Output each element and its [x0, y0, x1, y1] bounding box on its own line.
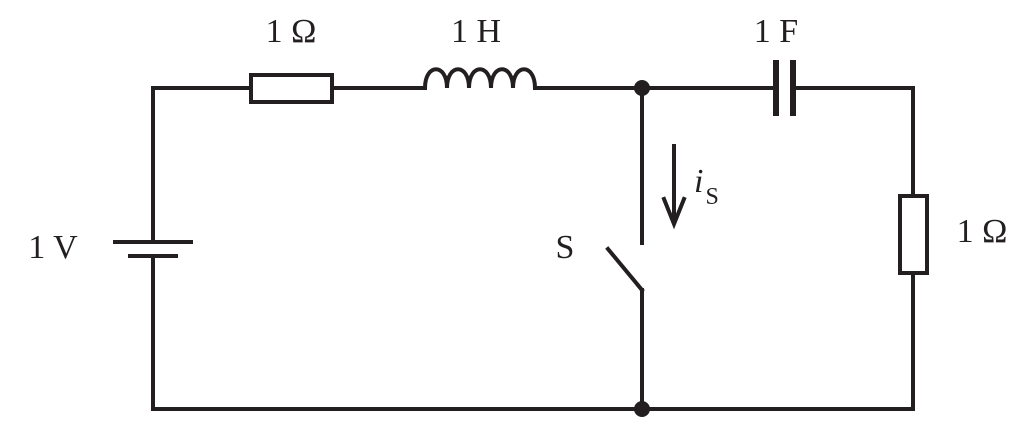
resistor-top-symbol [249, 73, 334, 104]
junction-bottom [634, 401, 650, 417]
current-label: iS [694, 163, 719, 210]
resistor-right-symbol [898, 194, 929, 275]
inductor-label: 1 H [451, 13, 501, 50]
current-arrow-icon [661, 144, 687, 230]
capacitor-symbol [773, 60, 796, 116]
current-symbol: i [694, 163, 703, 200]
switch-label: S [556, 229, 575, 266]
wires [151, 86, 915, 411]
resistor-top-label: 1 Ω [266, 13, 317, 50]
resistor-right-label: 1 Ω [957, 213, 1008, 250]
inductor-symbol [422, 67, 538, 91]
voltage-source-symbol [113, 240, 193, 258]
current-subscript: S [705, 184, 718, 210]
junction-top [634, 80, 650, 96]
source-label: 1 V [28, 229, 78, 266]
switch-blade [605, 246, 645, 293]
capacitor-label: 1 F [754, 13, 798, 50]
